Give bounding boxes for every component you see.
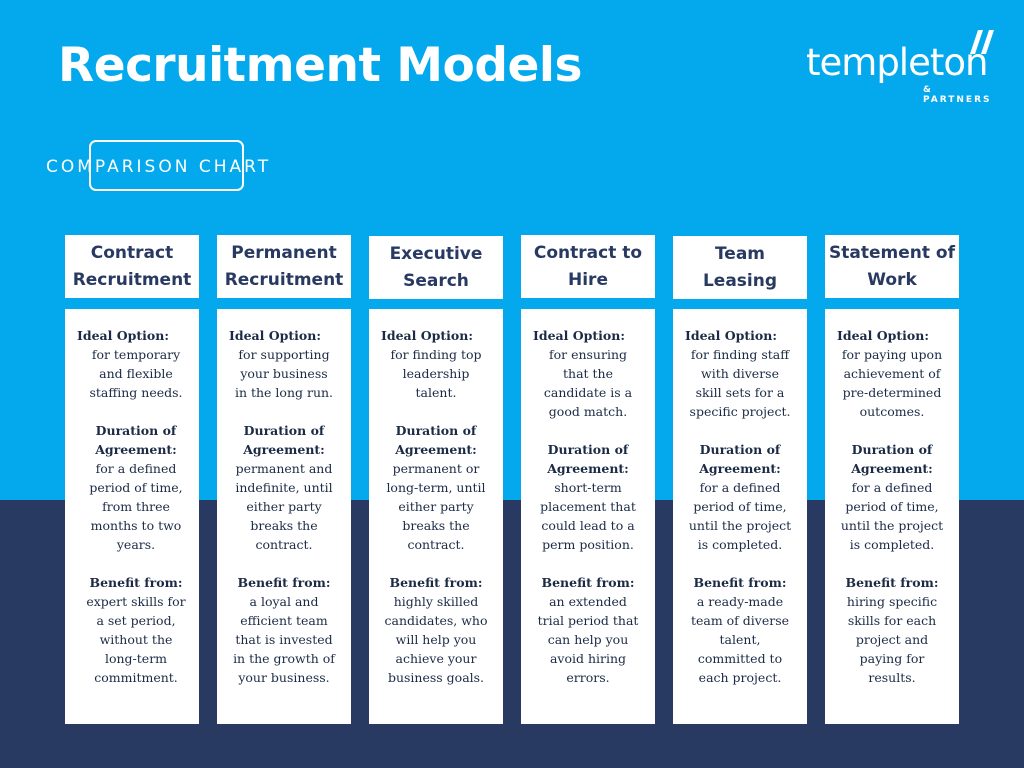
ideal-option-text: for finding top leadership talent. — [390, 347, 482, 400]
benefit-label: Benefit from: — [389, 575, 483, 590]
column-header-executive-search: Executive Search — [369, 236, 503, 299]
column-card-statement-of-work: Ideal Option: for paying upon achievemen… — [825, 309, 959, 724]
duration-text: for a defined period of time, from three… — [89, 461, 183, 552]
benefit-text: highly skilled candidates, who will help… — [384, 594, 488, 685]
benefit-text: a loyal and efficient team that is inves… — [233, 594, 335, 685]
ideal-option-label: Ideal Option: — [685, 328, 777, 343]
column-header-team-leasing: Team Leasing — [673, 236, 807, 299]
ideal-option-text: for finding staff with diverse skill set… — [689, 347, 791, 419]
ideal-option-label: Ideal Option: — [837, 328, 929, 343]
ideal-option-label: Ideal Option: — [77, 328, 169, 343]
column-card-permanent-recruitment: Ideal Option: for supporting your busine… — [217, 309, 351, 724]
benefit-label: Benefit from: — [237, 575, 331, 590]
ideal-option-text: for paying upon achievement of pre-deter… — [841, 347, 943, 419]
benefit-text: a ready-made team of diverse talent, com… — [690, 594, 790, 685]
column-card-team-leasing: Ideal Option: for finding staff with div… — [673, 309, 807, 724]
ideal-option-label: Ideal Option: — [229, 328, 321, 343]
benefit-text: an extended trial period that can help y… — [537, 594, 639, 685]
duration-label: Duration of Agreement: — [95, 423, 177, 457]
duration-label: Duration of Agreement: — [851, 442, 933, 476]
column-header-contract-recruitment: Contract Recruitment — [65, 235, 199, 298]
benefit-text: hiring specific skills for each project … — [846, 594, 938, 685]
benefit-label: Benefit from: — [541, 575, 635, 590]
ideal-option-text: for ensuring that the candidate is a goo… — [543, 347, 633, 419]
ideal-option-text: for temporary and flexible staffing need… — [89, 347, 183, 400]
templeton-logo: templeton & PARTNERS — [806, 30, 1002, 105]
double-slash-mark-icon — [970, 30, 994, 54]
benefit-label: Benefit from: — [845, 575, 939, 590]
logo-subtitle: & PARTNERS — [923, 85, 992, 105]
subtitle: COMPARISON CHART — [46, 157, 272, 177]
column-header-permanent-recruitment: Permanent Recruitment — [217, 235, 351, 298]
subtitle-frame — [89, 140, 244, 191]
column-card-contract-to-hire: Ideal Option: for ensuring that the cand… — [521, 309, 655, 724]
ideal-option-text: for supporting your business in the long… — [234, 347, 334, 400]
duration-text: for a defined period of time, until the … — [840, 480, 944, 552]
ideal-option-label: Ideal Option: — [381, 328, 473, 343]
column-header-contract-to-hire: Contract to Hire — [521, 235, 655, 298]
duration-label: Duration of Agreement: — [699, 442, 781, 476]
duration-label: Duration of Agreement: — [395, 423, 477, 457]
page-title: Recruitment Models — [58, 38, 582, 93]
benefit-label: Benefit from: — [89, 575, 183, 590]
duration-label: Duration of Agreement: — [547, 442, 629, 476]
benefit-text: expert skills for a set period, without … — [86, 594, 186, 685]
column-card-executive-search: Ideal Option: for finding top leadership… — [369, 309, 503, 724]
benefit-label: Benefit from: — [693, 575, 787, 590]
duration-text: for a defined period of time, until the … — [688, 480, 792, 552]
ideal-option-label: Ideal Option: — [533, 328, 625, 343]
column-header-statement-of-work: Statement of Work — [825, 235, 959, 298]
duration-text: permanent or long-term, until either par… — [386, 461, 486, 552]
duration-text: permanent and indefinite, until either p… — [235, 461, 333, 552]
column-card-contract-recruitment: Ideal Option: for temporary and flexible… — [65, 309, 199, 724]
logo-wordmark: templeton — [806, 41, 988, 84]
duration-label: Duration of Agreement: — [243, 423, 325, 457]
duration-text: short-term placement that could lead to … — [540, 480, 636, 552]
